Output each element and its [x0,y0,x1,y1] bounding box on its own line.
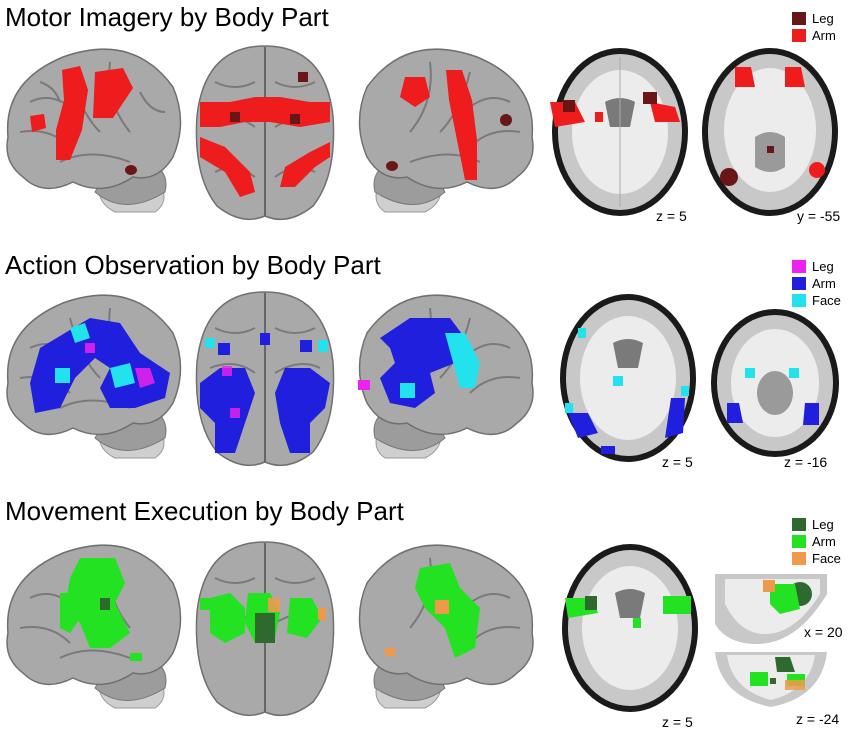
legend-label: Leg [812,259,834,274]
slice-sagittal [715,574,827,644]
legend-swatch [792,12,806,25]
slice-label: z = 5 [662,714,693,730]
panel-action-observation: Action Observation by Body Part Leg Arm … [0,248,850,494]
legend-swatch [792,535,806,548]
legend-label: Face [812,293,841,308]
legend-item-arm: Arm [792,533,841,550]
legend-swatch [792,277,806,290]
brain-top-view [195,291,335,467]
slice-coronal [702,48,838,216]
panel-motor-imagery: Motor Imagery by Body Part Leg Arm [0,0,850,246]
slice-label: x = 20 [804,624,843,640]
panel-title: Movement Execution by Body Part [5,496,404,526]
slice-label: z = 5 [662,454,693,470]
brain-left-lateral [6,294,182,459]
slice-label: z = -24 [796,711,840,727]
brain-top-view [195,45,335,221]
brain-left-lateral [6,544,182,709]
slice-label: z = -16 [784,454,828,470]
slice-axial-2 [715,652,827,712]
legend-item-leg: Leg [792,516,841,533]
panel-title: Action Observation by Body Part [5,250,381,280]
legend-item-arm: Arm [792,27,836,44]
legend-swatch [792,29,806,42]
brain-top-view [195,541,335,717]
legend-item-leg: Leg [792,258,841,275]
brain-left-lateral [6,48,182,213]
slice-axial-2 [711,309,839,457]
slice-label: z = 5 [656,208,687,224]
legend: Leg Arm Face [792,258,841,309]
legend-label: Leg [812,11,834,26]
legend: Leg Arm [792,10,836,44]
legend-item-face: Face [792,550,841,567]
legend-swatch [792,518,806,531]
slice-axial [562,544,698,712]
panel-movement-execution: Movement Execution by Body Part Leg Arm … [0,494,850,740]
legend-swatch [792,552,806,565]
legend-label: Arm [812,276,836,291]
brain-right-lateral [358,48,534,213]
legend: Leg Arm Face [792,516,841,567]
legend-item-face: Face [792,292,841,309]
panel-title: Motor Imagery by Body Part [5,2,329,32]
brain-right-lateral [358,544,534,709]
brain-right-lateral [358,294,534,459]
legend-label: Arm [812,28,836,43]
legend-item-arm: Arm [792,275,841,292]
legend-item-leg: Leg [792,10,836,27]
slice-label: y = -55 [797,208,841,224]
legend-swatch [792,260,806,273]
slice-axial [560,294,696,462]
legend-label: Face [812,551,841,566]
legend-label: Leg [812,517,834,532]
legend-label: Arm [812,534,836,549]
slice-axial [550,48,688,216]
legend-swatch [792,294,806,307]
